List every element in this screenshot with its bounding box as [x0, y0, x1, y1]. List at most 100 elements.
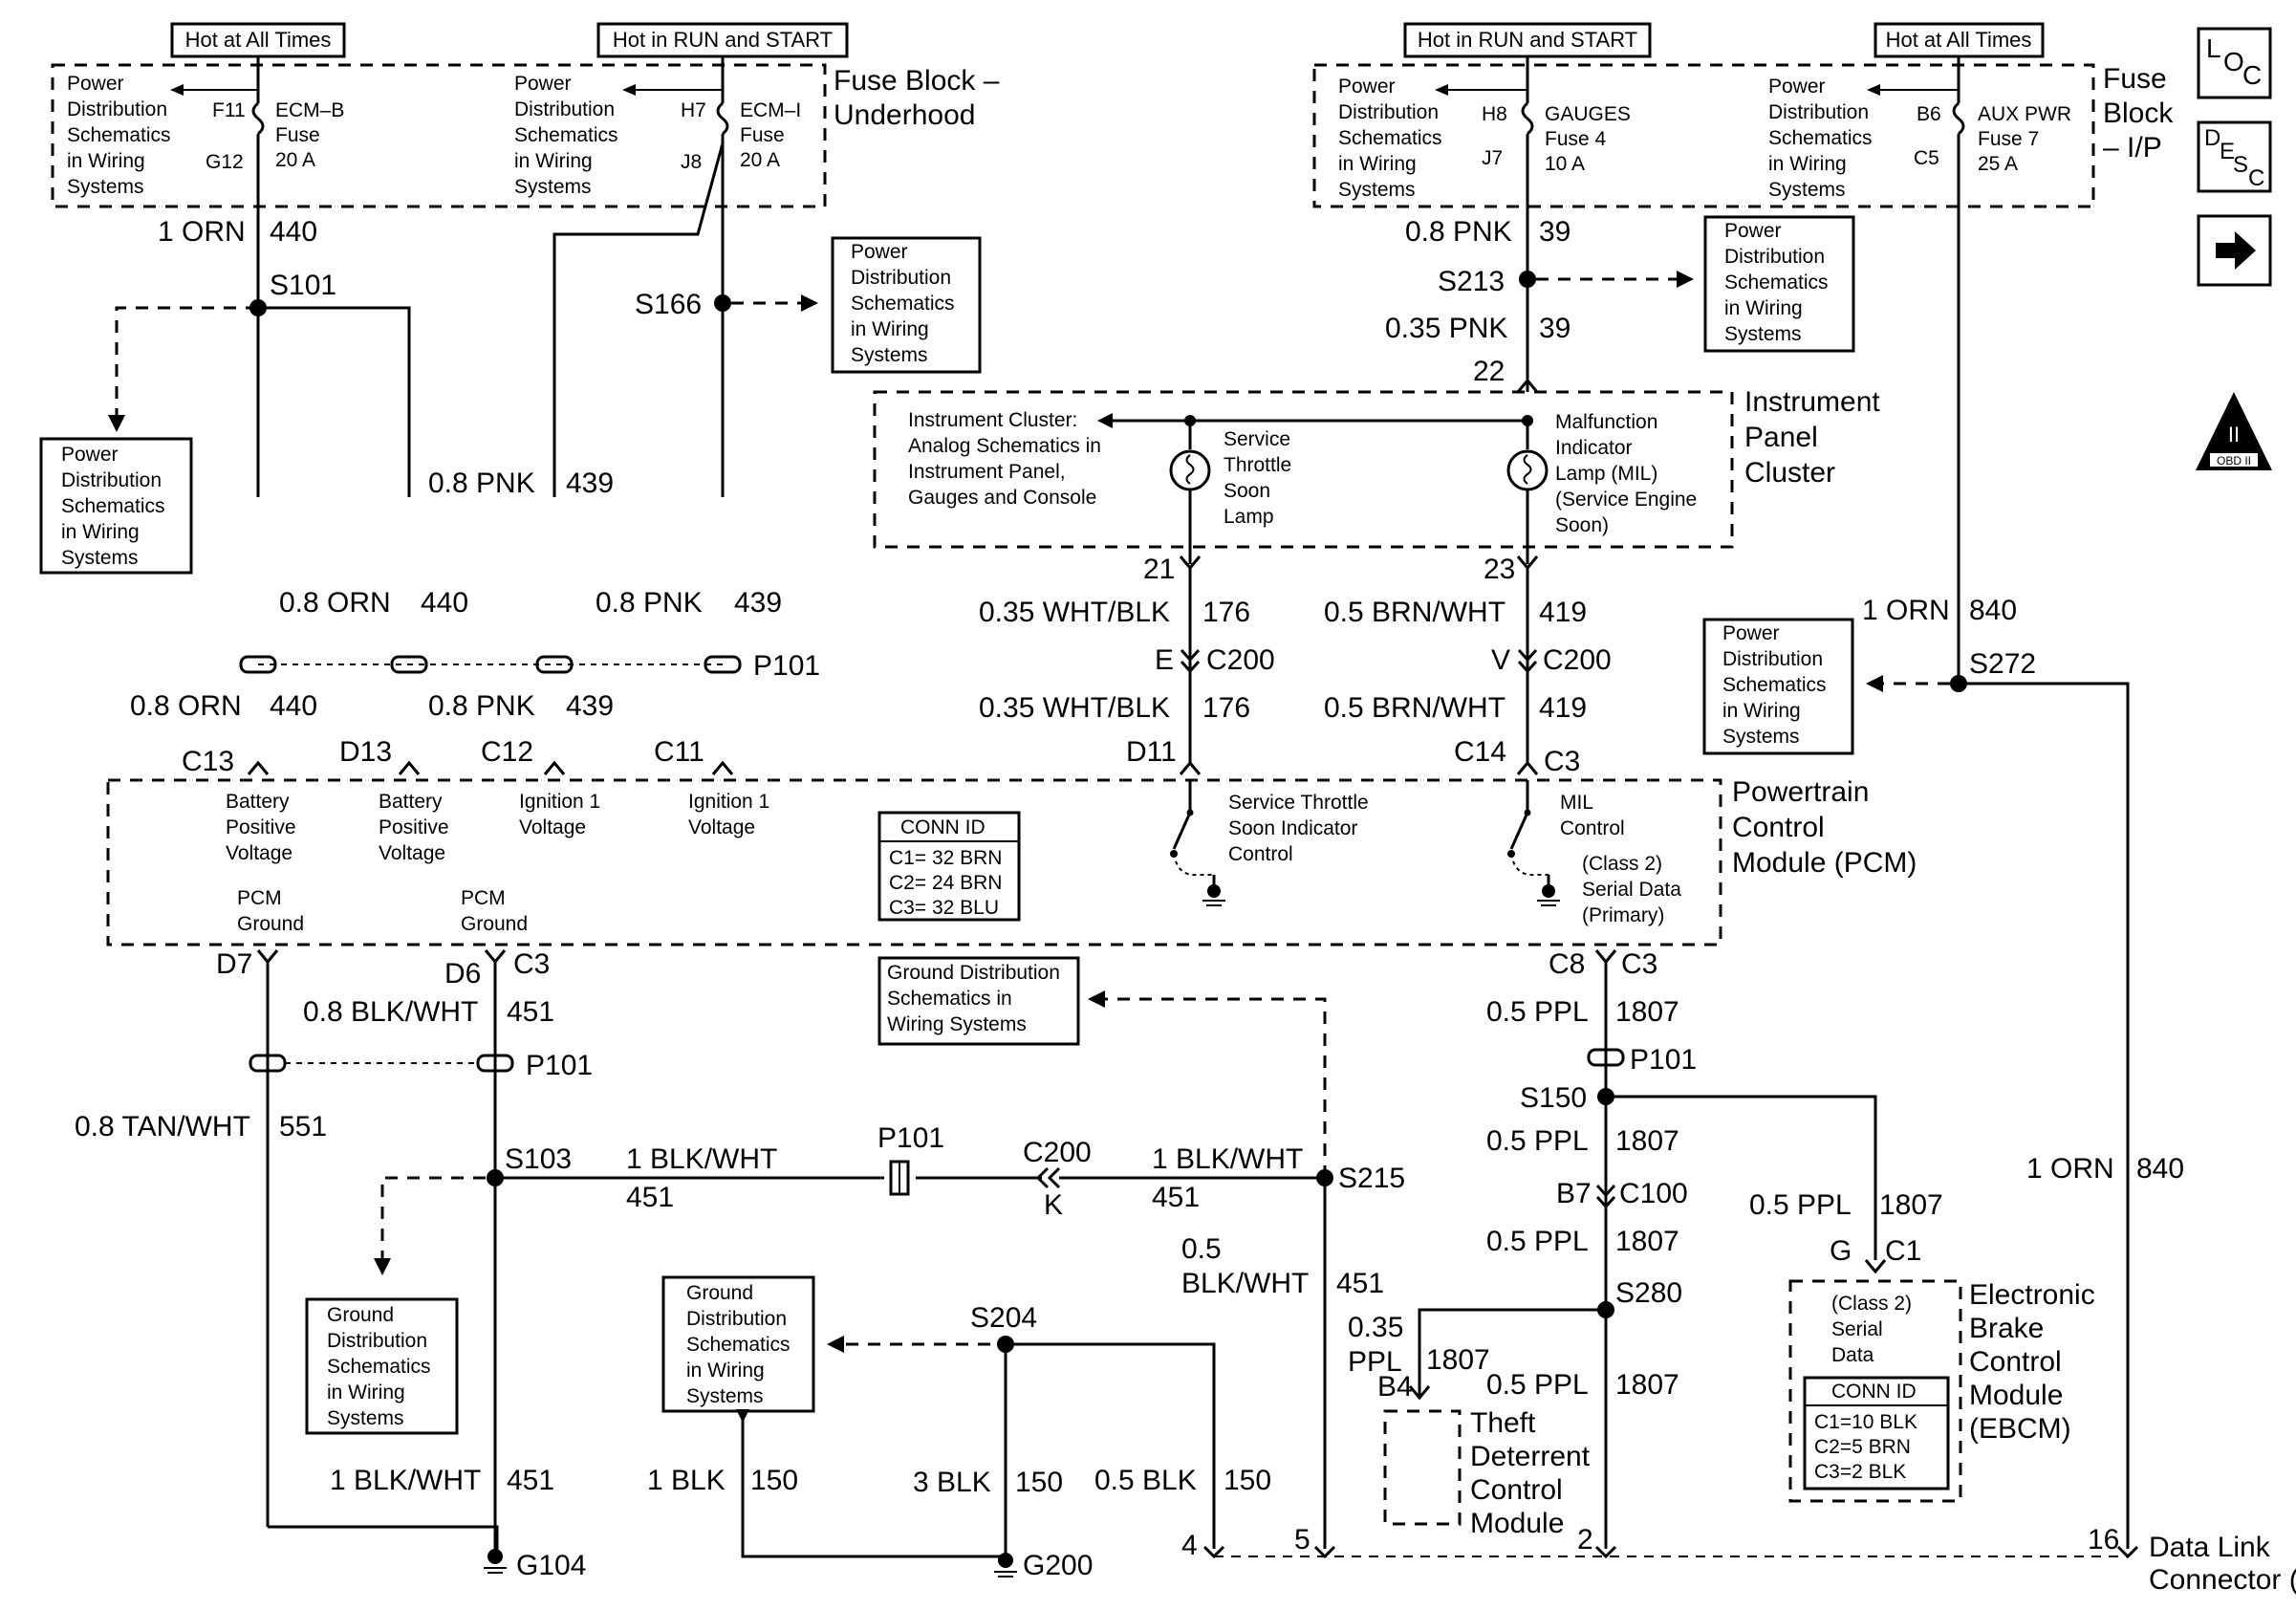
fuse-gauges-type: Fuse 4 [1545, 128, 1607, 150]
splice-s166-dot [714, 294, 731, 312]
svg-text:E: E [2220, 139, 2235, 164]
ground-g200-icon [998, 1553, 1013, 1568]
wire-1807-circuit-e: 1807 [1615, 1369, 1679, 1401]
pin-b7: B7 [1556, 1178, 1592, 1209]
pin-c13: C13 [182, 746, 234, 777]
connector-c200-b: C200 [1543, 644, 1612, 676]
fuse-block-ip: Hot in RUN and START Hot at All Times Fu… [1312, 22, 2174, 208]
wire-176-circuit-a: 176 [1202, 597, 1250, 628]
pin-c14: C14 [1454, 736, 1506, 768]
wire-150-gauge-a: 1 BLK [647, 1465, 726, 1496]
wire-176-circuit-b: 176 [1202, 692, 1250, 724]
fuse-aux-name: AUX PWR [1978, 103, 2071, 125]
arrow-left-ref-icon-3 [827, 1336, 844, 1353]
loc-button[interactable]: L O C [2197, 27, 2272, 99]
splice-s215: S215 [1338, 1163, 1405, 1194]
ground-dist-box-2 [305, 1297, 459, 1435]
arrow-right-icon [2216, 231, 2256, 270]
inline-connector-p101-d [1587, 1048, 1625, 1067]
wire-439-gauge-c: 0.8 PNK [428, 690, 535, 722]
wire-439-circuit-c: 439 [566, 690, 614, 722]
pin-h8: H8 [1482, 103, 1507, 125]
fuse-aux-type: Fuse 7 [1978, 128, 2039, 150]
svg-text:C: C [2248, 165, 2264, 191]
ground-dist-box-1 [877, 956, 1080, 1046]
wire-440-circuit-a: 440 [421, 587, 468, 619]
loc-icon: L [2206, 33, 2221, 63]
connector-c200-c: C200 [1023, 1137, 1092, 1168]
wire-150-circuit-c: 150 [1224, 1465, 1271, 1496]
ebcm-module [1788, 1279, 1962, 1503]
pin-c3-top: C3 [1544, 746, 1580, 777]
svg-text:O: O [2223, 47, 2244, 76]
ground-g104-icon [487, 1549, 503, 1564]
wire-451-circuit-c: 451 [1152, 1182, 1200, 1213]
pin-g12: G12 [206, 151, 244, 173]
wire-439-gauge-a: 0.8 PNK [428, 468, 535, 499]
pin-j8: J8 [681, 151, 702, 173]
wire-439-circuit-b: 439 [734, 587, 782, 619]
wire-419-gauge-b: 0.5 BRN/WHT [1324, 692, 1505, 724]
fuse-gauges-name: GAUGES [1545, 103, 1631, 125]
wire-419-circuit-b: 419 [1539, 692, 1587, 724]
wire-439-gauge-b: 0.8 PNK [596, 587, 703, 619]
pin-c12: C12 [481, 736, 533, 768]
wire-840-circuit-b: 840 [2136, 1153, 2184, 1185]
arrow-down-ground-icon [736, 1409, 749, 1423]
wire-1807-circuit-b: 1807 [1615, 1125, 1679, 1157]
fuse-block-underhood: Hot at All Times Hot in RUN and START Fu… [51, 22, 1000, 208]
wire-150-gauge-b: 3 BLK [913, 1467, 991, 1498]
fuse-ecm-i-type: Fuse [740, 124, 785, 146]
pin-23: 23 [1484, 554, 1515, 585]
desc-button[interactable]: D E S C [2197, 120, 2272, 193]
power-dist-box-4 [1702, 618, 1854, 755]
svg-text:C: C [2242, 60, 2262, 90]
ground-g104: G104 [516, 1550, 586, 1581]
splice-s101: S101 [270, 270, 336, 301]
wire-451-gauge-e: 1 BLK/WHT [330, 1465, 481, 1496]
arrow-right-ref-icon [801, 294, 818, 312]
splice-s103: S103 [505, 1143, 572, 1175]
wire-840-gauge-b: 1 ORN [2026, 1153, 2114, 1185]
wire-439-c12 [552, 142, 725, 497]
fuse-block-underhood-title: Fuse Block –Underhood [834, 65, 1000, 131]
arrow-left-ref-icon-2 [1088, 990, 1105, 1008]
pin-c11: C11 [654, 736, 704, 768]
splice-s166: S166 [635, 289, 702, 320]
splice-s272: S272 [1969, 648, 2036, 680]
wire-1807-gauge-e: 0.5 PPL [1486, 1369, 1589, 1401]
wire-1807-gauge-b: 0.5 PPL [1486, 1125, 1589, 1157]
fuse-ecm-b-name: ECM–B [275, 99, 344, 121]
ground-icon-pcm-1 [1207, 884, 1221, 898]
hot-at-all-times-label-2: Hot at All Times [1886, 28, 2032, 52]
splice-s213-dot [1519, 271, 1536, 288]
svg-text:S: S [2233, 152, 2248, 178]
splice-s213: S213 [1438, 266, 1505, 297]
obd-ii-badge: II OBD II [2196, 392, 2272, 470]
wire-1807-circuit-f: 1807 [1879, 1189, 1943, 1221]
next-page-button[interactable] [2197, 214, 2272, 287]
arrow-down-icon [108, 415, 125, 432]
wire-1807-gauge-c: 0.5 PPL [1486, 1226, 1589, 1257]
wire-1807-circuit-c: 1807 [1615, 1226, 1679, 1257]
ebcm-conn-id-title: CONN ID [1831, 1381, 1917, 1403]
ref-line-s101 [115, 306, 258, 421]
wire-451-circuit-d: 451 [1336, 1268, 1384, 1299]
wire-451-gauge-c: 1 BLK/WHT [1152, 1143, 1303, 1175]
